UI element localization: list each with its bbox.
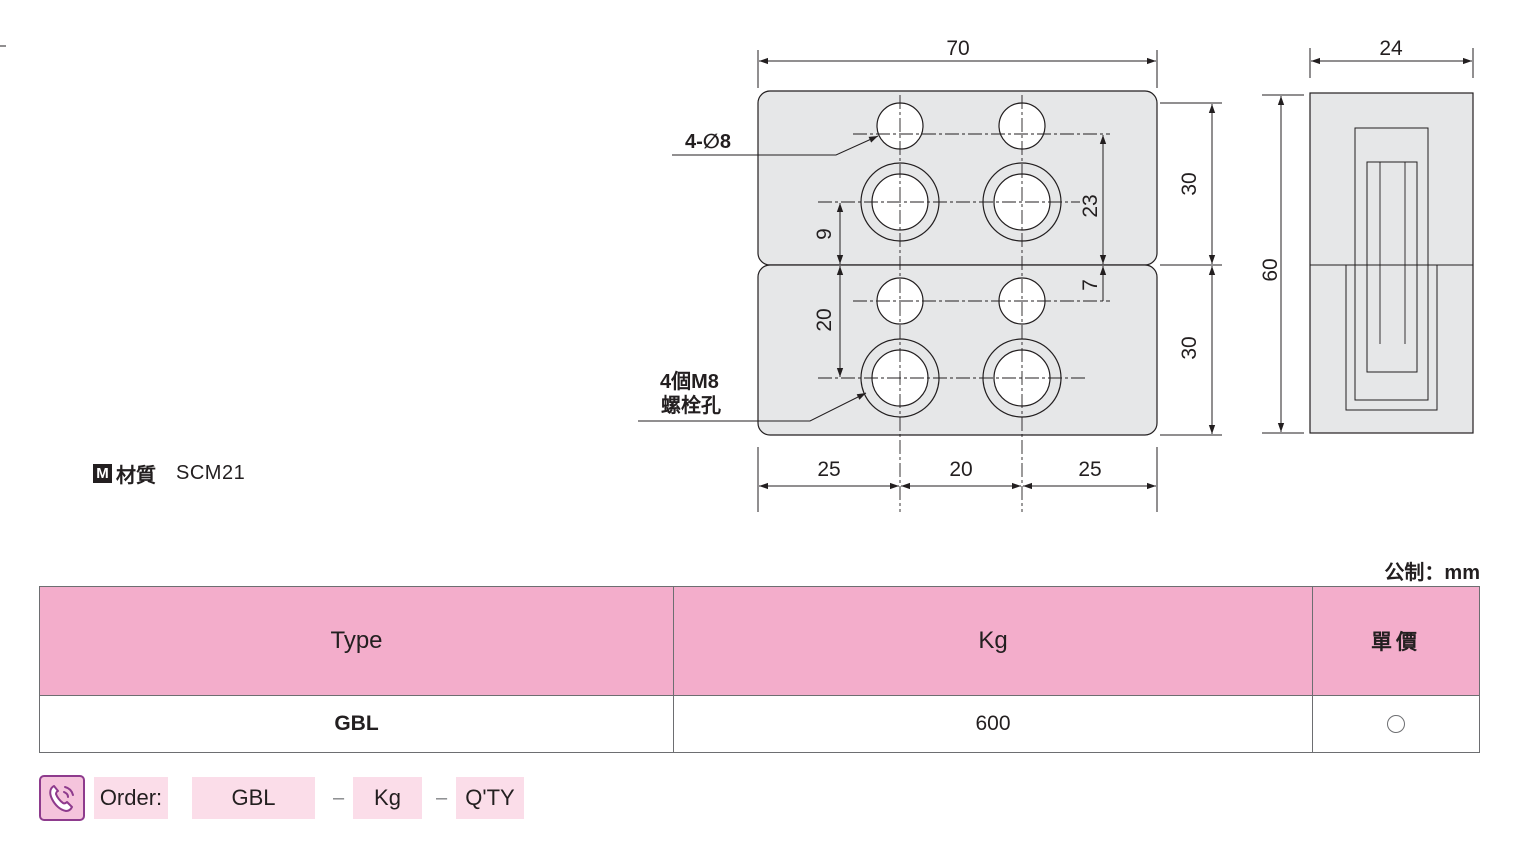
- header-kg: Kg: [673, 586, 1313, 696]
- cell-kg: 600: [673, 695, 1313, 753]
- dim-bottom-right: 25: [1078, 458, 1101, 481]
- dim-bottom-left: 25: [817, 458, 840, 481]
- dim-side-width: 24: [1379, 37, 1403, 60]
- cell-price: [1312, 695, 1480, 753]
- center-lines: [818, 95, 1110, 512]
- dim-offset-9: 9: [813, 228, 836, 240]
- phone-icon: [39, 775, 85, 821]
- dim-half-bottom: 30: [1178, 336, 1201, 359]
- hole-note: 4-∅8: [685, 131, 731, 153]
- dim-offset-20: 20: [813, 308, 836, 331]
- front-view: [757, 90, 1158, 436]
- material-value: SCM21: [176, 462, 246, 484]
- price-circle-icon: [1387, 715, 1405, 734]
- dim-total-height: 60: [1259, 258, 1282, 281]
- dim-width-total: 70: [946, 37, 969, 60]
- order-separator: –: [332, 786, 345, 809]
- table-row: GBL 600: [39, 695, 1480, 753]
- dim-half-top: 30: [1178, 172, 1201, 195]
- spec-table: Type Kg 單價 GBL 600: [39, 586, 1480, 753]
- order-label: Order:: [94, 777, 168, 819]
- holes: [860, 102, 1062, 418]
- header-type: Type: [39, 586, 674, 696]
- dim-bottom-mid: 20: [949, 458, 972, 481]
- order-line: Order: GBL – Kg – Q'TY: [39, 774, 524, 822]
- units-label: 公制：mm: [1384, 562, 1480, 584]
- order-type-field: GBL: [192, 777, 315, 819]
- material-label: 材質: [116, 465, 156, 487]
- order-kg-field: Kg: [353, 777, 422, 819]
- cell-type: GBL: [39, 695, 674, 753]
- bolt-note-line1: 4個M8: [660, 370, 719, 393]
- header-unit-price: 單價: [1312, 586, 1480, 696]
- order-separator: –: [435, 786, 448, 809]
- bolt-note-line2: 螺栓孔: [661, 393, 721, 417]
- material-line: M 材質 SCM21: [93, 459, 245, 488]
- dim-hole-spacing: 23: [1079, 194, 1102, 217]
- side-view: [1309, 92, 1474, 434]
- material-badge: M: [93, 464, 112, 483]
- technical-drawing: 70 30 30 23 7 9 20 25 20 25 4-∅8 4個M8: [0, 37, 1474, 512]
- dim-offset-7: 7: [1079, 279, 1102, 291]
- order-qty-field: Q'TY: [456, 777, 524, 819]
- table-header-row: Type Kg 單價: [39, 586, 1480, 696]
